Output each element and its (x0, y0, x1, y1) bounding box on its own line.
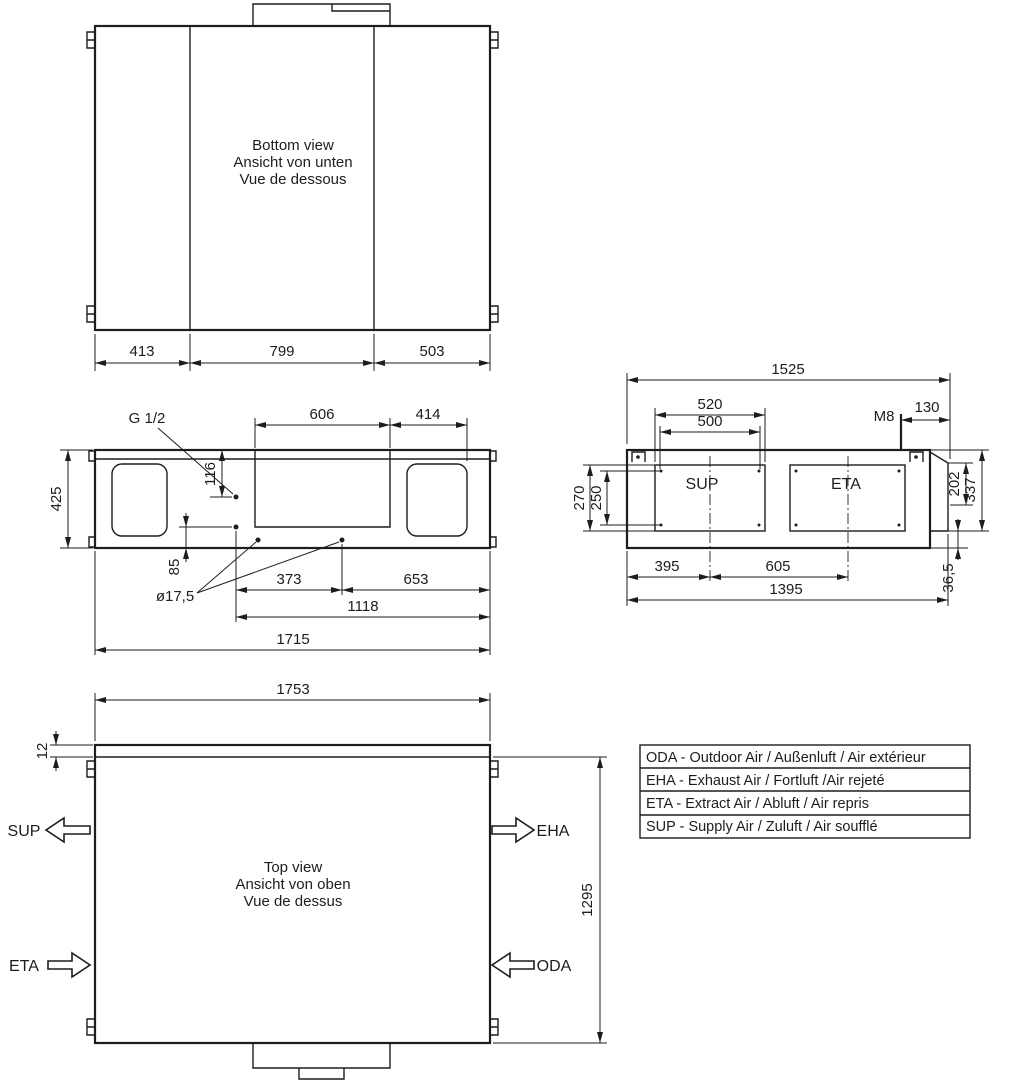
bracket-hole (636, 455, 640, 459)
unit-outline (93, 24, 492, 332)
top-view: Top view Ansicht von oben Vue de dessus … (8, 681, 607, 1080)
dim-label-1295: 1295 (579, 883, 596, 916)
dim-label-337: 337 (962, 477, 979, 502)
access-panel (254, 450, 391, 528)
eta-flow-arrow (47, 951, 92, 979)
duct-stub-step (331, 4, 390, 12)
view-title: Vue de dessous (239, 171, 346, 188)
bolt-hole (794, 523, 798, 527)
bolt-hole (757, 523, 761, 527)
dim-label-503: 503 (419, 343, 444, 360)
dim-label-36-5: 36,5 (940, 563, 957, 592)
flow-label-eha: EHA (537, 823, 570, 840)
dim-label-130: 130 (914, 399, 939, 416)
unit-outline (93, 448, 492, 550)
hole-diameter-label: ø17,5 (156, 588, 194, 605)
dim-label-1118: 1118 (347, 598, 378, 615)
eha-flow-arrow (491, 816, 536, 844)
port-label-eta: ETA (831, 476, 861, 493)
bracket-hole (914, 455, 918, 459)
bolt-hole (897, 469, 901, 473)
bracket (909, 451, 924, 462)
corner-tab (490, 536, 497, 548)
bottom-view: Bottom view Ansicht von unten Vue de des… (86, 3, 499, 371)
fixing-hole (339, 537, 345, 543)
legend-row: ETA - Extract Air / Abluft / Air repris (646, 796, 869, 812)
dim-label-116: 116 (202, 462, 219, 486)
mounting-foot (86, 760, 95, 778)
dim-label-799: 799 (269, 343, 294, 360)
dim-label-395: 395 (654, 558, 679, 575)
view-title: Ansicht von oben (235, 876, 350, 893)
unit-outline (93, 743, 492, 1045)
corner-tab (88, 536, 95, 548)
bolt-hole (897, 523, 901, 527)
view-title: Vue de dessus (244, 893, 343, 910)
bolt-hole (757, 469, 761, 473)
flow-label-oda: ODA (537, 958, 572, 975)
flow-label-eta: ETA (9, 958, 39, 975)
duct-stub-outline (252, 3, 391, 26)
connector-box (929, 451, 949, 532)
dim-label-202: 202 (946, 471, 963, 496)
dim-label-1715: 1715 (276, 631, 309, 648)
dim-label-414: 414 (415, 406, 440, 423)
unit-outline (625, 448, 932, 550)
right-opening (406, 463, 468, 537)
legend-row: SUP - Supply Air / Zuluft / Air soufflé (646, 819, 878, 835)
dim-label-425: 425 (48, 486, 65, 511)
dim-label-250: 250 (588, 485, 605, 510)
bracket (631, 451, 646, 462)
mounting-foot (86, 1018, 95, 1036)
mounting-foot (490, 31, 499, 49)
flow-label-sup: SUP (8, 823, 41, 840)
bolt-hole (794, 469, 798, 473)
dim-label-1395: 1395 (769, 581, 802, 598)
thread-label-g12: G 1/2 (129, 410, 166, 427)
dim-label-500: 500 (697, 413, 722, 430)
mounting-foot (490, 1018, 499, 1036)
thread-label-m8: M8 (874, 408, 895, 425)
view-title: Top view (264, 859, 323, 876)
dim-label-12: 12 (34, 743, 51, 760)
duct-stub-outline (252, 1043, 391, 1069)
mounting-foot (490, 760, 499, 778)
dim-label-520: 520 (697, 396, 722, 413)
dim-label-270: 270 (571, 485, 588, 510)
dim-label-85: 85 (166, 559, 183, 576)
corner-tab (490, 450, 497, 462)
dim-label-653: 653 (403, 571, 428, 588)
sup-flow-arrow (44, 816, 91, 844)
leader-line (196, 541, 340, 594)
dim-label-605: 605 (765, 558, 790, 575)
drain-hole (233, 494, 239, 500)
dim-label-1753: 1753 (276, 681, 309, 698)
view-title: Ansicht von unten (233, 154, 352, 171)
view-title: Bottom view (252, 137, 334, 154)
mounting-foot (86, 31, 95, 49)
dim-label-413: 413 (129, 343, 154, 360)
fixing-hole (255, 537, 261, 543)
legend: ODA - Outdoor Air / Außenluft / Air exté… (639, 744, 971, 839)
port-label-sup: SUP (686, 476, 719, 493)
legend-row: EHA - Exhaust Air / Fortluft /Air rejeté (646, 773, 885, 789)
left-opening (111, 463, 168, 537)
front-view: G 1/2 606 414 425 116 85 ø17,5 373 65 (48, 406, 497, 655)
leader-line (196, 541, 257, 594)
oda-flow-arrow (490, 951, 535, 979)
legend-row: ODA - Outdoor Air / Außenluft / Air exté… (646, 750, 926, 766)
dim-label-373: 373 (276, 571, 301, 588)
mounting-foot (490, 305, 499, 323)
dim-label-1525: 1525 (771, 361, 804, 378)
mounting-foot (86, 305, 95, 323)
dim-label-606: 606 (309, 406, 334, 423)
duct-stub-inner (298, 1068, 345, 1080)
eta-port (789, 464, 906, 532)
corner-tab (88, 450, 95, 462)
drain-hole (233, 524, 239, 530)
connection-view: SUP ETA 1525 520 500 M8 130 270 250 202 (571, 361, 989, 606)
